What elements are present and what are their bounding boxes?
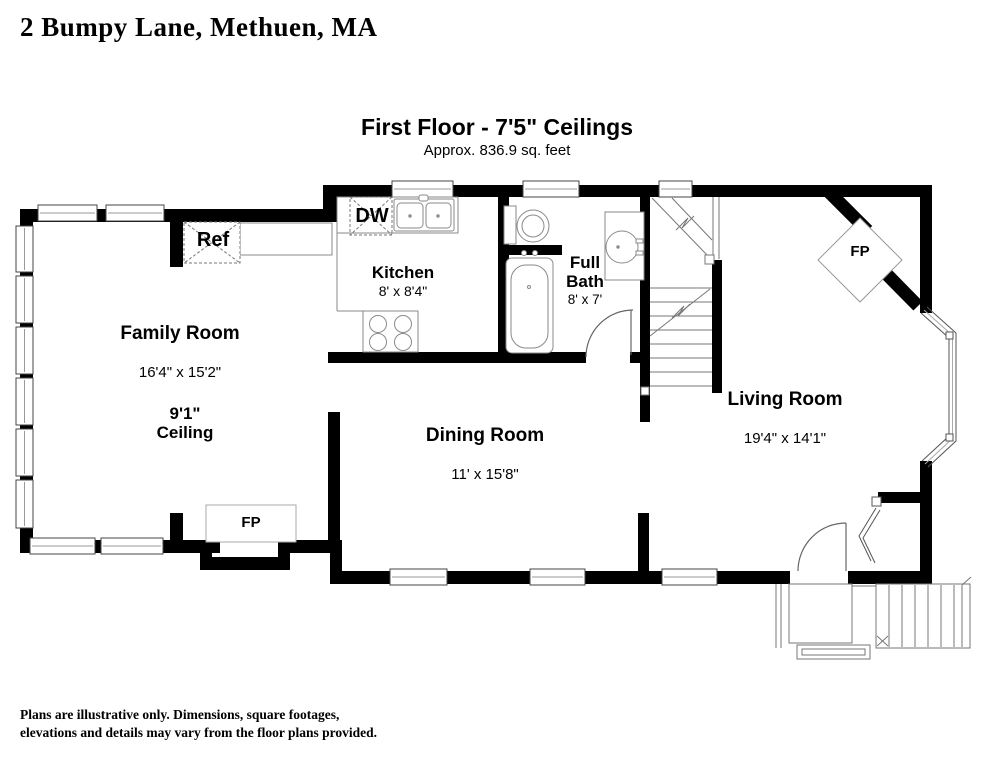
kitchen-label: Kitchen: [371, 263, 435, 282]
interior-walls: [170, 185, 920, 571]
full-bath-label: Full Bath: [566, 253, 604, 292]
front-door-arc: [797, 522, 847, 572]
window-icon: [15, 326, 34, 375]
window-icon: [15, 225, 34, 273]
window-icon: [529, 568, 586, 586]
dining-room-dims: 11' x 15'8": [451, 466, 519, 483]
fireplace-living-box: [817, 217, 903, 303]
fireplace-family-box: [205, 504, 297, 543]
toilet-icon: [503, 205, 550, 245]
porch-steps-icon: [875, 576, 972, 649]
fireplace-family-label: FP: [241, 514, 261, 531]
window-icon: [100, 537, 164, 555]
window-icon: [391, 180, 454, 198]
window-icon: [15, 479, 34, 529]
refrigerator-label: Ref: [196, 229, 230, 251]
entry-closet-door-icon: [858, 496, 882, 564]
window-icon: [661, 568, 718, 586]
stove-icon: [362, 310, 419, 353]
family-ceiling-word: Ceiling: [156, 423, 214, 442]
disclaimer-line-1: Plans are illustrative only. Dimensions,…: [20, 707, 340, 722]
window-icon: [15, 377, 34, 426]
living-room-label: Living Room: [727, 389, 843, 410]
porch-landing: [775, 583, 876, 660]
family-room-dims: 16'4" x 15'2": [138, 364, 222, 381]
disclaimer-line-2: elevations and details may vary from the…: [20, 725, 378, 740]
window-icon: [37, 204, 98, 222]
refrigerator-box: [183, 221, 241, 264]
living-room-dims: 19'4" x 14'1": [743, 430, 827, 447]
plan-title: First Floor - 7'5" Ceilings: [361, 114, 633, 140]
family-ceiling-height: 9'1": [169, 404, 201, 423]
family-room-label: Family Room: [120, 323, 240, 344]
window-icon: [15, 275, 34, 324]
bathroom-sink-icon: [604, 211, 645, 281]
plan-subtitle: Approx. 836.9 sq. feet: [423, 142, 571, 159]
kitchen-sink-icon: [393, 194, 455, 232]
dining-room-label: Dining Room: [425, 425, 545, 446]
dishwasher-box: [349, 196, 393, 236]
dishwasher-label: DW: [355, 205, 389, 227]
window-icon: [15, 428, 34, 477]
window-icon: [105, 204, 165, 222]
staircase-icon: [640, 197, 720, 396]
window-icon: [29, 537, 96, 555]
bathtub-icon: [505, 250, 554, 354]
page-title: 2 Bumpy Lane, Methuen, MA: [20, 12, 378, 42]
window-icon: [389, 568, 448, 586]
kitchen-dims: 8' x 8'4": [378, 283, 428, 299]
bay-window-icon: [920, 306, 957, 468]
bath-door-arc: [585, 309, 634, 358]
exterior-walls: [20, 185, 932, 584]
window-icon: [658, 180, 693, 198]
full-bath-dims: 8' x 7': [567, 292, 603, 307]
fireplace-living-label: FP: [850, 243, 870, 260]
windows: [15, 180, 718, 586]
window-icon: [522, 180, 580, 198]
